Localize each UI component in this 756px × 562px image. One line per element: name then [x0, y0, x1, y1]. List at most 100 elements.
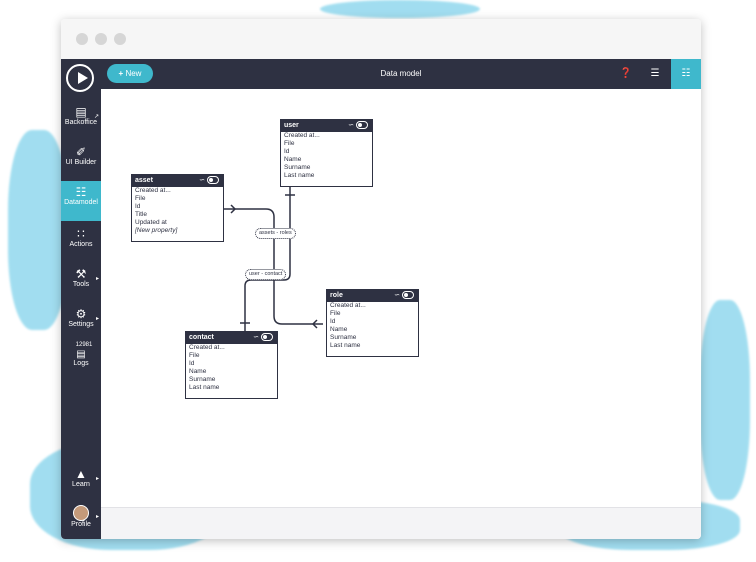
graduation-cap-icon: ▲ [75, 467, 87, 481]
field[interactable]: Id [189, 360, 195, 368]
sidebar-item-datamodel[interactable]: ☷ Datamodel [61, 181, 101, 221]
chevron-right-icon: ↗ [93, 114, 99, 120]
sidebar-item-settings[interactable]: ⚙ Settings ▸ [61, 307, 101, 343]
field[interactable]: Created at... [330, 302, 366, 309]
field[interactable]: Created at... [135, 187, 171, 194]
chevron-right-icon: ▸ [95, 276, 99, 282]
logs-icon: ▤ [76, 349, 86, 360]
relation-lines [223, 186, 323, 331]
field[interactable]: Updated at [135, 219, 167, 227]
logs-badge: 12981 [75, 342, 93, 348]
gear-icon: ⚙ [75, 307, 87, 321]
field[interactable]: Surname [189, 376, 216, 384]
window-control-close[interactable] [76, 33, 88, 45]
background-splash [700, 300, 750, 500]
entity-header: contact ∽ [186, 332, 277, 344]
chevron-right-icon: ▸ [95, 476, 99, 482]
sidebar-item-ui-builder[interactable]: ✐ UI Builder [61, 145, 101, 181]
background-splash [8, 130, 68, 330]
table-icon: ▤ [75, 105, 87, 119]
entity-header: asset ∽ [132, 175, 223, 187]
sidebar-item-profile[interactable]: Profile ▸ [61, 505, 101, 539]
entity-asset[interactable]: asset ∽ Created at... File Id Title Upda… [131, 174, 224, 242]
relation-icon[interactable]: ∽ [394, 292, 400, 299]
field[interactable]: Name [189, 368, 207, 376]
actions-icon: ∷ [77, 227, 85, 241]
sidebar-item-tools[interactable]: ⚒ Tools ▸ [61, 267, 101, 303]
avatar [73, 505, 89, 521]
new-property-field[interactable]: [New property] [135, 227, 178, 235]
field[interactable]: File [330, 310, 341, 318]
relation-line-assets-roles [223, 208, 323, 325]
entity-title: role [330, 292, 343, 299]
field[interactable]: Id [284, 148, 290, 156]
sidebar-item-label: Logs [73, 360, 89, 367]
field[interactable]: Surname [330, 334, 357, 342]
window-titlebar [61, 19, 701, 59]
page-title: Data model [380, 69, 422, 78]
sidebar-item-logs[interactable]: 12981 ▤ Logs [61, 341, 101, 377]
datamodel-icon: ☷ [75, 185, 87, 199]
entity-user[interactable]: user ∽ Created at... File Id Name Surnam… [280, 119, 373, 187]
new-button-label: New [125, 69, 142, 78]
entity-contact[interactable]: contact ∽ Created at... File Id Name Sur… [185, 331, 278, 399]
entity-title: user [284, 122, 299, 129]
toggle-switch[interactable] [402, 291, 414, 300]
app-window: ▤ Backoffice ↗ ✐ UI Builder ☷ Datamodel … [61, 19, 701, 539]
diagram-canvas[interactable]: assets - roles user - contact user ∽ Cre… [101, 89, 701, 507]
arrow-head [311, 319, 318, 329]
field[interactable]: Id [135, 203, 141, 211]
sidebar-item-label: Actions [69, 241, 93, 248]
sidebar-item-label: Datamodel [64, 199, 98, 206]
relation-icon[interactable]: ∽ [253, 334, 259, 341]
sidebar-item-label: Tools [72, 281, 90, 288]
relation-icon[interactable]: ∽ [348, 122, 354, 129]
plus-icon: + [118, 69, 124, 78]
sidebar-item-actions[interactable]: ∷ Actions [61, 227, 101, 263]
sidebar-item-label: Profile [71, 521, 91, 528]
window-control-minimize[interactable] [95, 33, 107, 45]
toggle-switch[interactable] [261, 333, 273, 342]
entity-header: user ∽ [281, 120, 372, 132]
new-button[interactable]: + New [107, 64, 153, 83]
field[interactable]: File [189, 352, 200, 360]
play-button[interactable] [66, 64, 94, 92]
background-splash [320, 0, 480, 18]
sidebar-item-backoffice[interactable]: ▤ Backoffice ↗ [61, 105, 101, 141]
field[interactable]: Name [330, 326, 348, 334]
list-icon[interactable]: ☰ [650, 68, 660, 79]
chevron-right-icon: ▸ [95, 514, 99, 520]
field[interactable]: File [135, 195, 146, 203]
help-icon[interactable]: ❓ [619, 68, 633, 79]
sidebar-item-label: Backoffice [64, 119, 98, 126]
field[interactable]: Created at... [189, 344, 225, 351]
field[interactable]: Name [284, 156, 302, 164]
entity-tools: ∽ [348, 120, 368, 132]
field[interactable]: Id [330, 318, 336, 326]
field[interactable]: Last name [330, 342, 361, 350]
window-control-maximize[interactable] [114, 33, 126, 45]
brush-icon: ✐ [75, 145, 87, 159]
field[interactable]: File [284, 140, 295, 148]
toggle-switch[interactable] [356, 121, 368, 130]
relation-label-assets-roles[interactable]: assets - roles [255, 228, 296, 239]
entity-title: contact [189, 334, 214, 341]
field[interactable]: Surname [284, 164, 311, 172]
field[interactable]: Title [135, 211, 148, 219]
tools-icon: ⚒ [75, 267, 87, 281]
entity-role[interactable]: role ∽ Created at... File Id Name Surnam… [326, 289, 419, 357]
sidebar-item-label: Settings [68, 321, 94, 328]
toggle-switch[interactable] [207, 176, 219, 185]
entity-header: role ∽ [327, 290, 418, 302]
entity-title: asset [135, 177, 153, 184]
relation-icon[interactable]: ∽ [199, 177, 205, 184]
entity-tools: ∽ [253, 332, 273, 344]
relation-label-user-contact[interactable]: user - contact [245, 269, 287, 280]
field[interactable]: Last name [189, 384, 220, 392]
sidebar-item-learn[interactable]: ▲ Learn ▸ [61, 467, 101, 503]
field[interactable]: Created at... [284, 132, 320, 139]
diagram-icon[interactable]: ☷ [671, 59, 701, 89]
field[interactable]: Last name [284, 172, 315, 180]
entity-tools: ∽ [394, 290, 414, 302]
relation-line-user-contact [244, 186, 291, 331]
